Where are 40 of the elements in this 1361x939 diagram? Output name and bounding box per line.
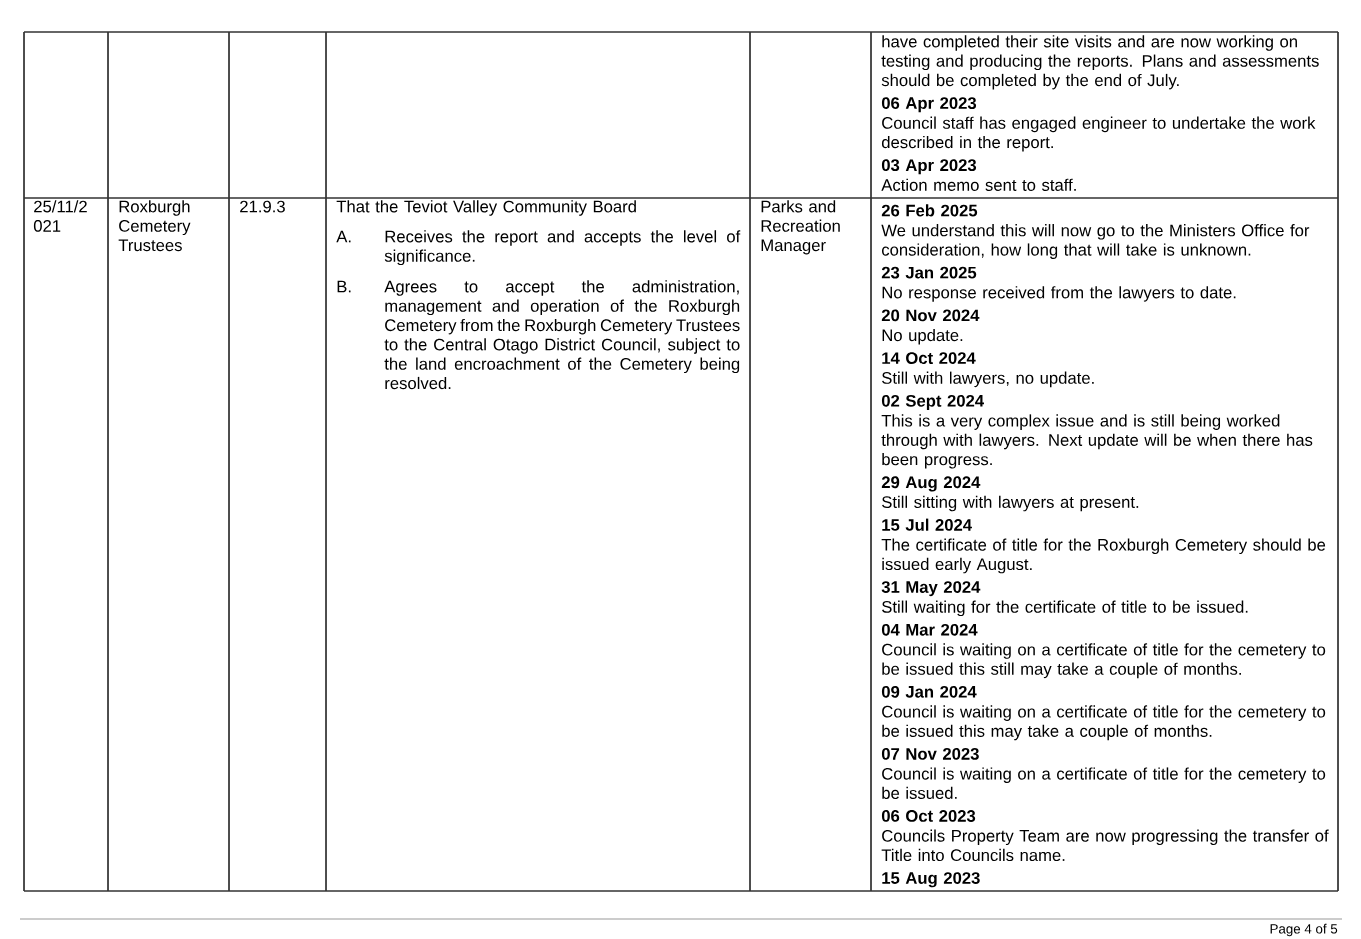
resolution-text: That the Teviot Valley Community Board <box>336 200 636 216</box>
entry-note: Councils Property Team are now progressing the transfer of Title into Councils name. <box>881 829 1329 862</box>
entry-date: 14 Oct 2024 <box>882 352 976 364</box>
entry-date: 04 Mar 2024 <box>881 623 978 636</box>
list-marker: A. <box>336 230 351 243</box>
entry-note: We understand this will now go to the Ministers Office for consideration, how long that will take is unknown. <box>881 224 1310 259</box>
entry-note: Action memo sent to staff. <box>881 178 1076 191</box>
entry-date: 03 Apr 2023 <box>881 159 977 175</box>
meeting-date: 25/11/2 021 <box>33 200 87 232</box>
committee-name: Roxburgh Cemetery Trustees <box>118 200 191 252</box>
item-number: 21.9.3 <box>240 200 285 213</box>
entry-date: 07 Nov 2023 <box>881 748 979 760</box>
entry-date: 26 Feb 2025 <box>881 204 978 217</box>
entry-date: 06 Oct 2023 <box>881 810 976 822</box>
entry-note: This is a very complex issue and is still being worked through with lawyers. Next update will be when there has been progress. <box>881 414 1313 469</box>
resolution-text: Receives the report and accepts the level of significance. <box>384 230 741 266</box>
entry-note: Council staff has engaged engineer to undertake the work described in the report. <box>881 116 1316 152</box>
entry-note: have completed their site visits and are now working on testing and producing the reports. Plans and assessments should be completed by the end of July. <box>881 35 1319 90</box>
entry-note: Council is waiting on a certificate of title for the cemetery to be issued this may take a couple of months. <box>882 705 1326 741</box>
entry-date: 09 Jan 2024 <box>881 685 977 698</box>
entry-date: 02 Sept 2024 <box>881 394 984 410</box>
entry-date: 06 Apr 2023 <box>881 97 977 113</box>
entry-note: Still with lawyers, no update. <box>882 371 1094 388</box>
entry-note: Council is waiting on a certificate of title for the cemetery to be issued. <box>882 767 1326 799</box>
entry-date: 15 Jul 2024 <box>882 518 972 531</box>
entry-date: 20 Nov 2024 <box>881 309 980 322</box>
entry-date: 15 Aug 2023 <box>882 872 980 888</box>
entry-date: 23 Jan 2025 <box>881 266 977 279</box>
page-number: Page 4 of 5 <box>1270 923 1338 937</box>
entry-note: The certificate of title for the Roxburgh Cemetery should be issued early August. <box>881 538 1326 574</box>
entry-date: 29 Aug 2024 <box>881 476 981 492</box>
resolution-text: Agrees to accept the administration, management and operation of the Roxburgh Cemetery from the Roxburgh Cemetery Trustees to the Central Otago District Council, subject to the land encroachment of the Cemetery being resolved. <box>384 280 740 390</box>
entry-note: Still sitting with lawyers at present. <box>882 495 1139 512</box>
entry-note: No response received from the lawyers to date. <box>882 286 1236 302</box>
list-marker: B. <box>337 280 351 293</box>
entry-date: 31 May 2024 <box>881 581 981 597</box>
entry-note: Still waiting for the certificate of title to be issued. <box>882 600 1248 617</box>
entry-note: No update. <box>882 328 963 345</box>
officer-title: Parks and Recreation Manager <box>761 200 840 255</box>
entry-note: Council is waiting on a certificate of title for the cemetery to be issued this still may take a couple of months. <box>882 643 1326 679</box>
